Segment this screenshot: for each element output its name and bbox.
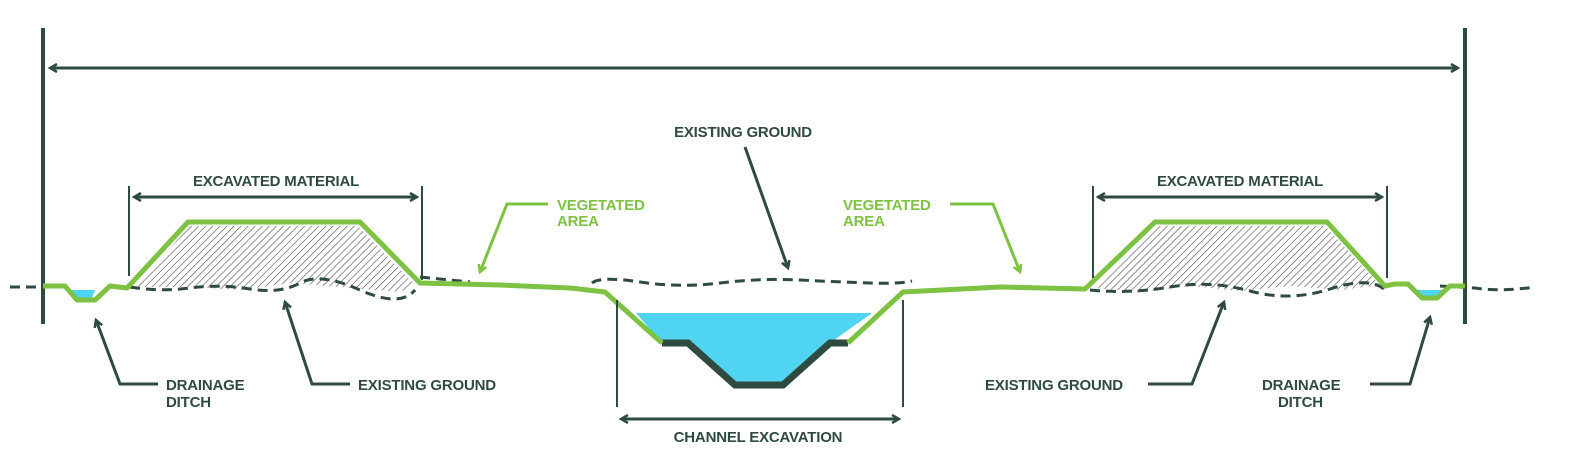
drainage-right-leader [1370, 317, 1430, 386]
existing-ground-right-label: EXISTING GROUND [985, 377, 1123, 394]
channel-excavation-label: CHANNEL EXCAVATION [674, 429, 843, 446]
drainage-left-label-2: DITCH [166, 394, 211, 411]
drainage-left-label-1: DRAINAGE [166, 377, 245, 394]
vegetated-left-label-2: AREA [557, 213, 599, 230]
proposed-ground-right [846, 219, 1465, 345]
existing-ground-right-leader [1148, 302, 1224, 386]
channel-water [636, 313, 872, 385]
existing-ground-left-leader [285, 302, 350, 386]
vegetated-left-leader [480, 202, 548, 272]
drainage-left-leader [96, 320, 158, 386]
existing-ground-dashed-right [1089, 281, 1536, 298]
existing-ground-left-label: EXISTING GROUND [358, 377, 496, 394]
vegetated-right-leader [950, 202, 1020, 272]
vegetated-left-label-1: VEGETATED [557, 197, 645, 214]
drainage-right-label-1: DRAINAGE [1262, 377, 1341, 394]
excavated-material-right-label: EXCAVATED MATERIAL [1157, 173, 1323, 190]
proposed-ground-left [43, 219, 664, 345]
channel-bed [662, 339, 848, 389]
vegetated-right-label-1: VEGETATED [843, 197, 931, 214]
drainage-right-label-2: DITCH [1278, 394, 1323, 411]
vegetated-right-label-2: AREA [843, 213, 885, 230]
existing-ground-top-label: EXISTING GROUND [674, 124, 812, 141]
existing-ground-dashed-left [10, 275, 471, 301]
excavated-material-right-hatch [1093, 226, 1380, 292]
excavated-material-left-label: EXCAVATED MATERIAL [193, 173, 359, 190]
excavated-material-left-hatch [135, 226, 415, 292]
existing-ground-top-leader [743, 146, 788, 268]
ditch-water-left [68, 290, 95, 298]
existing-ground-dashed-center [591, 277, 913, 287]
